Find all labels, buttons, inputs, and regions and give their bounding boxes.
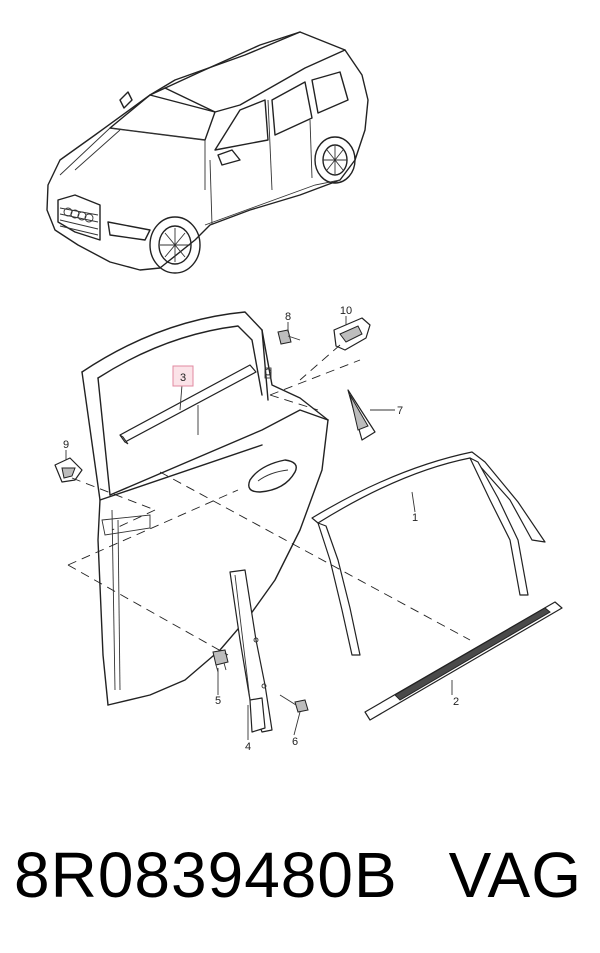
part-10-latch-cover [333, 317, 371, 351]
car-illustration [46, 31, 369, 274]
part-3-window-strip [119, 364, 257, 445]
callout-2: 2 [453, 696, 459, 708]
part-4-pillar-trim [229, 569, 273, 733]
part-6-screw [279, 694, 309, 713]
callout-3: 3 [180, 372, 186, 384]
part-1-window-seal [311, 451, 546, 656]
callout-labels: 3 1 2 4 5 6 7 8 9 10 [63, 305, 459, 753]
part-number-bar: 8R0839480B VAG [0, 830, 600, 920]
part-9-bracket [54, 457, 83, 483]
door-handle [248, 459, 297, 493]
callout-7: 7 [397, 405, 403, 417]
part-7-triangle-cover [347, 389, 376, 441]
leader-lines [65, 316, 453, 740]
rear-door [81, 311, 329, 706]
callout-9: 9 [63, 439, 69, 451]
highlight-box [172, 365, 194, 387]
brand-rings-icon [63, 207, 94, 223]
assembly-lines [67, 344, 471, 656]
callout-5: 5 [215, 695, 221, 707]
parts-diagram: 3 1 2 4 5 6 7 8 9 10 [46, 31, 563, 753]
rear-wheel [314, 136, 356, 184]
front-wheel [149, 216, 201, 274]
part-8-bolt [277, 329, 301, 345]
callout-10: 10 [340, 305, 352, 317]
part-number: 8R0839480B [14, 839, 398, 911]
callout-1: 1 [412, 512, 418, 524]
brand-name: VAG [448, 839, 582, 911]
callout-4: 4 [245, 741, 251, 753]
callout-6: 6 [292, 736, 298, 748]
callout-8: 8 [285, 311, 291, 323]
part-2-belt-moulding [364, 601, 563, 721]
